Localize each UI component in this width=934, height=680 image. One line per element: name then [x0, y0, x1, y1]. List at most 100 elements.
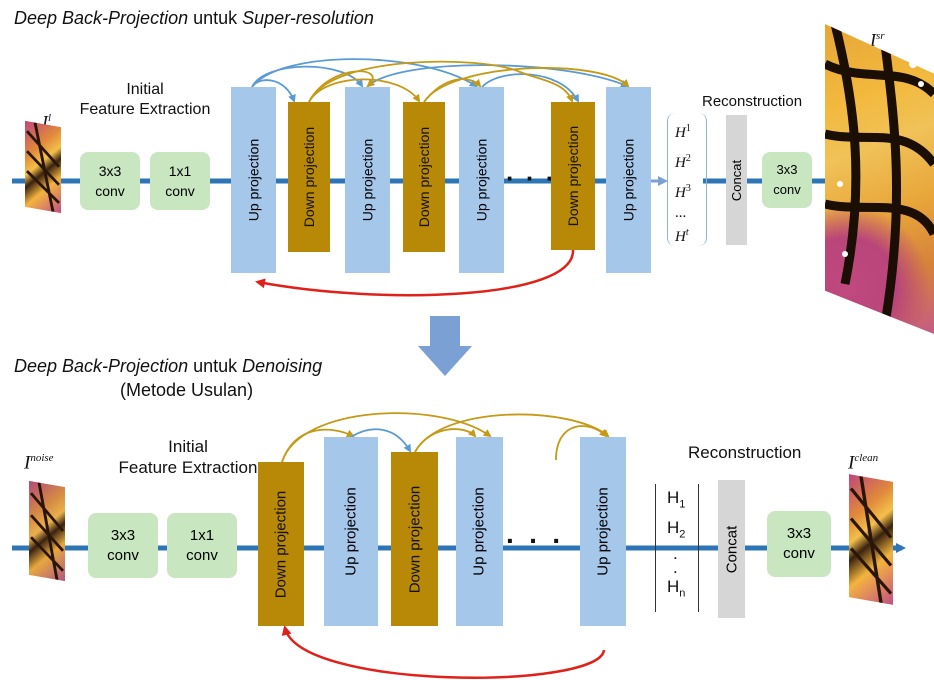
up-projection-label: Up projection	[471, 487, 489, 576]
top-input-label: Il	[42, 112, 51, 133]
top-title-part: untuk	[188, 8, 243, 28]
h-sub: 2	[679, 528, 686, 541]
top-skip-gold	[423, 67, 630, 103]
h-base: ...	[675, 205, 687, 221]
top-down-projection-1: Down projection	[288, 102, 330, 252]
h-base: H	[675, 185, 686, 201]
h-base: H	[675, 155, 686, 171]
down-projection-label: Down projection	[406, 485, 423, 593]
down-projection-label: Down projection	[272, 490, 290, 598]
up-projection-label: Up projection	[594, 487, 612, 576]
top-up-projection-3: Up projection	[459, 87, 504, 273]
top-output-label-sup: sr	[876, 30, 885, 42]
conv-label: 3x3	[786, 525, 812, 542]
top-skip-blue	[251, 65, 364, 88]
h-base: H	[675, 125, 686, 141]
top-h-item: H1	[675, 116, 691, 146]
bottom-title: Deep Back-Projection untuk Denoising	[14, 356, 322, 377]
bottom-up-projection-3: Up projection	[580, 437, 626, 626]
h-base: H	[675, 229, 686, 245]
conv-label: 1x1	[189, 526, 215, 544]
top-h-item: ...	[675, 205, 691, 221]
transition-arrow	[418, 316, 472, 376]
bottom-up-projection-1: Up projection	[324, 437, 378, 626]
bottom-initial-label-line: Feature Extraction	[118, 458, 258, 477]
top-input-butterfly-image	[25, 120, 61, 214]
bottom-initial-label-line: Initial	[168, 437, 208, 456]
down-projection-label: Down projection	[301, 126, 318, 228]
top-initial-label: Initial Feature Extraction	[70, 80, 220, 120]
conv-label: conv	[107, 546, 139, 564]
h-base: .	[673, 557, 678, 577]
top-up-projection-1: Up projection	[231, 87, 276, 273]
bottom-initial-label: Initial Feature Extraction	[113, 436, 263, 478]
top-h-item: H2	[675, 146, 691, 176]
bottom-h-bracket	[655, 484, 699, 612]
top-h-bracket	[667, 113, 707, 246]
top-initial-label-line: Feature Extraction	[79, 101, 211, 118]
up-projection-label: Up projection	[342, 487, 360, 576]
up-projection-label: Up projection	[473, 138, 490, 222]
top-skip-gold	[308, 70, 376, 103]
bottom-input-butterfly-image	[29, 480, 65, 582]
bottom-title-part: untuk	[188, 356, 243, 376]
top-output-label: Isr	[870, 30, 885, 51]
bottom-concat-block: Concat	[718, 480, 745, 618]
top-reconstruction-label: Reconstruction	[702, 93, 803, 110]
bottom-h-item: .	[667, 545, 685, 562]
concat-label: Concat	[723, 525, 740, 573]
top-skip-blue	[251, 79, 296, 103]
conv-label: conv	[783, 545, 815, 562]
h-sup: t	[685, 227, 689, 238]
top-skip-blue	[481, 73, 579, 103]
top-output-wing-veins	[825, 24, 934, 325]
bottom-subtitle: (Metode Usulan)	[120, 380, 254, 400]
h-sub: n	[679, 587, 686, 600]
bottom-reconstruction-label: Reconstruction	[688, 443, 802, 462]
top-down-projection-3: Down projection	[551, 102, 595, 250]
top-conv-1x1: 1x1 conv	[150, 152, 210, 210]
bottom-skip-gold	[281, 428, 355, 463]
bottom-input-wing-veins	[29, 482, 65, 580]
bottom-output-label: Iclean	[848, 452, 878, 474]
top-output-label-base: I	[870, 30, 876, 50]
top-skip-blue	[366, 64, 629, 88]
conv-label: 1x1	[168, 163, 192, 179]
top-conv-3x3-2: 3x3 conv	[762, 152, 812, 208]
bottom-skip-gold	[281, 412, 492, 463]
h-sup: 3	[685, 183, 691, 194]
top-initial-label-line: Initial	[126, 81, 164, 98]
conv-label: conv	[165, 183, 195, 199]
top-h-list: H1 H2 H3 ... Ht	[675, 116, 691, 250]
top-feedback-red	[255, 249, 575, 297]
concat-label: Concat	[729, 159, 745, 201]
bottom-h-list: H1 H2 . . Hn	[667, 486, 685, 605]
h-base: H	[667, 518, 680, 538]
up-projection-label: Up projection	[359, 138, 376, 222]
bottom-h-item: H2	[667, 516, 685, 546]
bottom-skip-gold	[555, 425, 608, 461]
bottom-h-item: Hn	[667, 575, 685, 605]
conv-label: 3x3	[98, 163, 122, 179]
top-skip-gold	[308, 78, 421, 103]
bottom-down-projection-1: Down projection	[258, 462, 304, 626]
top-title-part: Deep Back-Projection	[14, 8, 189, 28]
top-down-projection-2: Down projection	[403, 102, 445, 252]
conv-label: conv	[186, 546, 218, 564]
top-concat-block: Concat	[726, 115, 747, 245]
conv-label: conv	[95, 183, 125, 199]
bottom-title-part: Denoising	[242, 356, 323, 376]
conv-label: conv	[773, 182, 801, 197]
h-base: H	[667, 488, 680, 507]
conv-label: 3x3	[776, 162, 798, 177]
bottom-input-label-base: I	[24, 452, 31, 474]
top-up-projection-2: Up projection	[345, 87, 390, 273]
top-h-item: H3	[675, 176, 691, 206]
down-projection-label: Down projection	[565, 125, 582, 227]
bottom-down-projection-2: Down projection	[391, 452, 438, 626]
bottom-output-wing-veins	[849, 476, 893, 603]
bottom-output-butterfly-image	[849, 474, 893, 605]
top-h-item: Ht	[675, 220, 691, 250]
